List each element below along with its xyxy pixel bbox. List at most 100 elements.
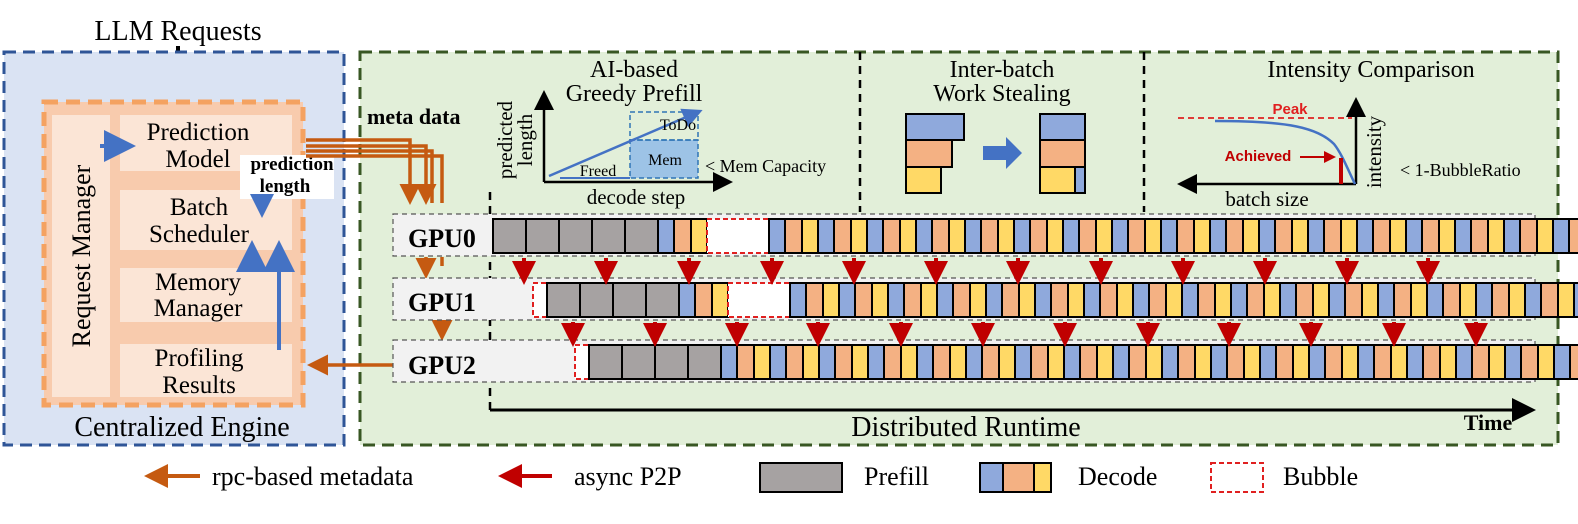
meta-data-label: meta data xyxy=(367,104,460,129)
greedy-prefill-title-line2: Greedy Prefill xyxy=(566,81,703,107)
decode-orange-block xyxy=(1029,218,1048,254)
prefill-block xyxy=(612,282,647,318)
decode-blue-block xyxy=(1062,218,1080,254)
decode-yellow-block xyxy=(851,344,869,380)
decode-orange-block xyxy=(1323,218,1342,254)
decode-yellow-block xyxy=(1292,344,1310,380)
decode-blue-block xyxy=(1328,282,1346,318)
decode-blue-block xyxy=(1230,282,1248,318)
legend-prefill-swatch xyxy=(759,462,843,493)
int-xlabel: batch size xyxy=(1225,187,1308,211)
prefill-block xyxy=(579,282,614,318)
prefill-block xyxy=(687,344,722,380)
decode-blue-block xyxy=(818,344,836,380)
decode-blue-block xyxy=(1504,344,1522,380)
prefill-block xyxy=(624,218,659,254)
decode-orange-block xyxy=(1226,344,1245,380)
work-stealing-panel: Inter-batch Work Stealing xyxy=(905,57,1086,194)
decode-orange-block xyxy=(952,282,971,318)
decode-orange-block xyxy=(673,218,692,254)
profiling-results-line1: Profiling xyxy=(155,345,244,372)
legend: rpc-based metadata async P2P Prefill Dec… xyxy=(144,462,1358,493)
decode-blue-block xyxy=(789,282,807,318)
decode-blue-block xyxy=(887,282,905,318)
decode-blue-block xyxy=(838,282,856,318)
gpu2-blocks xyxy=(574,344,1578,380)
batch-scheduler-line1: Batch xyxy=(170,194,229,221)
prediction-length-line2: length xyxy=(260,176,311,197)
decode-orange-block xyxy=(932,344,951,380)
prefill-block xyxy=(591,218,626,254)
decode-orange-block xyxy=(1372,218,1391,254)
decode-orange-block xyxy=(1442,282,1461,318)
gp-todo-label: ToDo xyxy=(660,117,696,134)
decode-yellow-block xyxy=(1439,344,1457,380)
gp-mem-capacity: < Mem Capacity xyxy=(705,156,826,176)
decode-blue-block xyxy=(1013,218,1031,254)
decode-orange-block xyxy=(1471,344,1490,380)
centralized-engine: Request Manager Prediction Model Batch S… xyxy=(2,50,346,447)
decode-blue-block xyxy=(867,344,885,380)
gpu-lane-1: GPU1 xyxy=(392,277,1578,321)
intensity-curve xyxy=(1214,119,1357,185)
decode-yellow-block xyxy=(711,282,729,318)
decode-blue-block xyxy=(1259,344,1277,380)
decode-orange-block xyxy=(1030,344,1049,380)
gpu2-label: GPU2 xyxy=(408,351,476,380)
time-label: Time xyxy=(1464,410,1513,435)
decode-blue-block xyxy=(1161,344,1179,380)
decode-yellow-block xyxy=(1312,282,1330,318)
decode-orange-block xyxy=(1324,344,1343,380)
decode-yellow-block xyxy=(899,218,917,254)
ws-transfer-arrow xyxy=(983,137,1022,169)
gpu0-blocks xyxy=(492,218,1578,254)
decode-yellow-block xyxy=(1214,282,1232,318)
ws-before-batches xyxy=(905,113,965,194)
decode-blue-block xyxy=(1454,218,1472,254)
decode-blue-block xyxy=(1357,344,1375,380)
llm-requests-label: LLM Requests xyxy=(94,16,261,47)
decode-blue-block xyxy=(768,218,786,254)
legend-bubble-label: Bubble xyxy=(1283,462,1358,491)
decode-orange-block xyxy=(1422,344,1441,380)
decode-yellow-block xyxy=(1263,282,1281,318)
decode-orange-block xyxy=(833,218,852,254)
decode-orange-block xyxy=(1001,282,1020,318)
centralized-engine-title: Centralized Engine xyxy=(74,412,289,443)
decode-blue-block xyxy=(1503,218,1521,254)
prefill-block xyxy=(525,218,560,254)
decode-blue-block xyxy=(1111,218,1129,254)
decode-blue-block xyxy=(985,282,1003,318)
request-manager-box xyxy=(52,115,110,397)
decode-blue-block xyxy=(866,218,884,254)
decode-yellow-block xyxy=(1067,282,1085,318)
decode-yellow-block xyxy=(1096,344,1114,380)
prediction-length-box xyxy=(240,155,334,199)
decode-orange-block xyxy=(834,344,853,380)
intensity-title: Intensity Comparison xyxy=(1267,57,1474,83)
prefill-block xyxy=(621,344,656,380)
gpu1-blocks xyxy=(532,282,1578,318)
decode-yellow-block xyxy=(850,218,868,254)
decode-yellow-block xyxy=(1095,218,1113,254)
gp-xlabel: decode step xyxy=(587,185,686,209)
decode-yellow-block xyxy=(1242,218,1260,254)
decode-blue-block xyxy=(1063,344,1081,380)
decode-orange-block xyxy=(736,344,755,380)
bubble-block xyxy=(727,282,791,318)
decode-blue-block xyxy=(1014,344,1032,380)
distributed-runtime: meta data GPU0 GPU1 GPU2 xyxy=(306,50,1578,447)
decode-blue-block xyxy=(1356,218,1374,254)
decode-blue-block xyxy=(1552,218,1570,254)
profiling-results-box xyxy=(120,344,292,397)
legend-rpc-label: rpc-based metadata xyxy=(212,462,414,491)
decode-yellow-block xyxy=(1487,218,1505,254)
decode-orange-block xyxy=(1520,344,1539,380)
decode-yellow-block xyxy=(1144,218,1162,254)
decode-orange-block xyxy=(784,218,803,254)
decode-blue-block xyxy=(964,218,982,254)
batch-scheduler-line2: Scheduler xyxy=(149,221,250,248)
gpu-lane-0: GPU0 xyxy=(392,213,1578,257)
decode-yellow-block xyxy=(1459,282,1477,318)
decode-blue-block xyxy=(1181,282,1199,318)
